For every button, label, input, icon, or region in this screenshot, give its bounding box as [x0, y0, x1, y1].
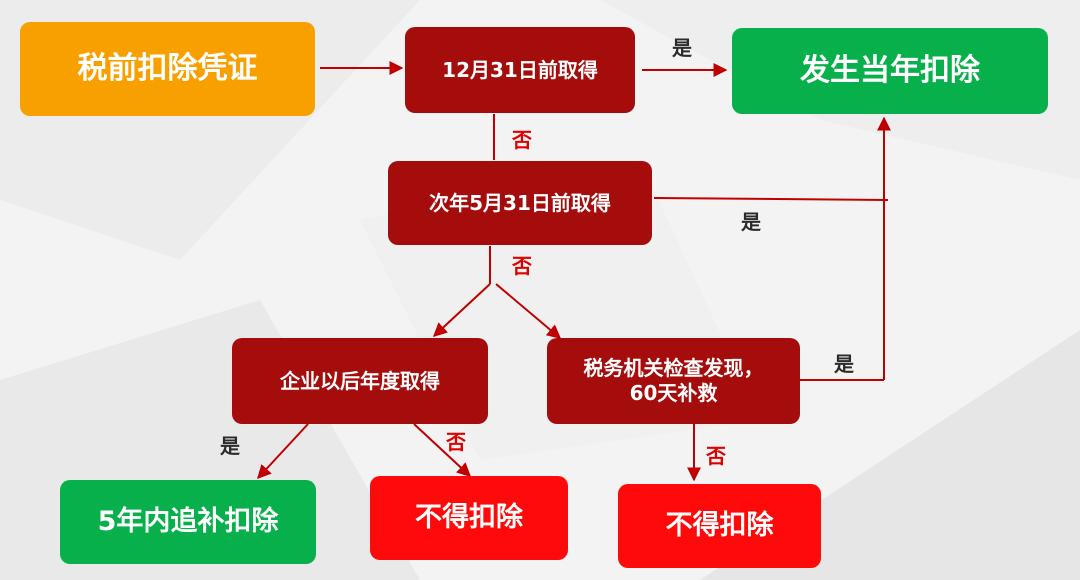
- label-no-dec31: 否: [512, 128, 532, 152]
- node-tax-audit-line1: 税务机关检查发现，: [583, 356, 764, 380]
- arrow-to-later-year: [432, 283, 491, 337]
- arrow-later-to-five-year: [257, 423, 309, 480]
- node-no-deduct-2: 不得扣除: [618, 484, 821, 568]
- label-yes-may31: 是: [741, 210, 761, 234]
- label-no-tax-audit: 否: [706, 444, 726, 468]
- label-no-later-year: 否: [446, 430, 466, 454]
- node-current-year: 发生当年扣除: [732, 28, 1048, 114]
- node-may31: 次年5月31日前取得: [388, 161, 652, 245]
- arrow-may31-to-current-year: [653, 197, 889, 201]
- node-tax-audit-line2: 60天补救: [629, 381, 718, 405]
- node-later-year: 企业以后年度取得: [232, 338, 488, 424]
- node-dec31: 12月31日前取得: [405, 27, 635, 113]
- node-five-year: 5年内追补扣除: [60, 480, 316, 564]
- label-yes-dec31: 是: [672, 36, 692, 60]
- label-no-may31: 否: [512, 254, 532, 278]
- label-yes-later-year: 是: [220, 434, 240, 458]
- node-voucher: 税前扣除凭证: [20, 22, 315, 116]
- node-tax-audit: 税务机关检查发现， 60天补救: [547, 338, 800, 424]
- arrow-later-to-no-deduct: [413, 423, 472, 477]
- label-yes-tax-audit: 是: [834, 352, 854, 376]
- node-no-deduct-1: 不得扣除: [370, 476, 568, 560]
- arrow-to-tax-audit: [495, 283, 562, 339]
